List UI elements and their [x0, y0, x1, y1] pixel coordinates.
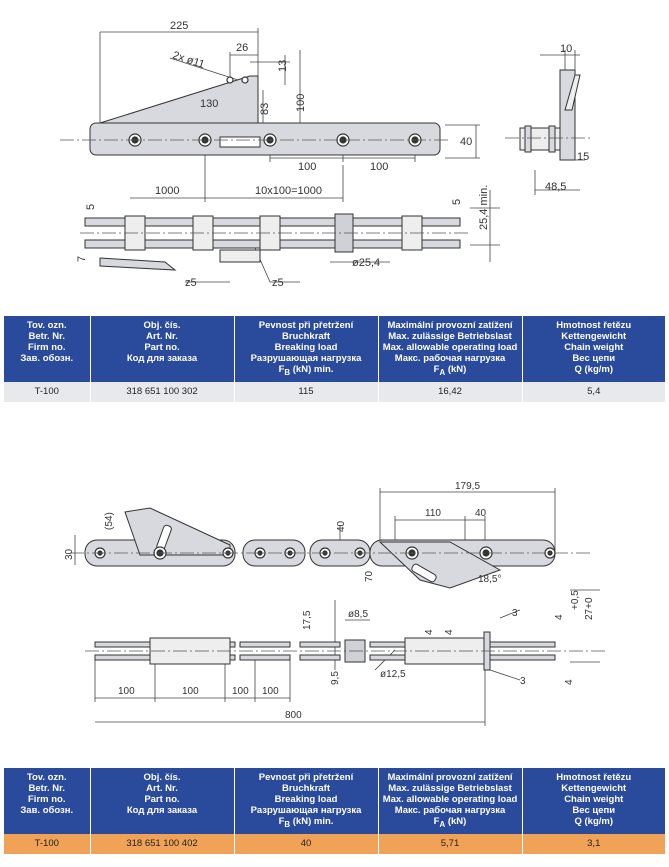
dim-26: 26	[236, 42, 248, 54]
dim-125: ø12,5	[380, 669, 406, 680]
cell-operating-load: 5,71	[378, 833, 523, 854]
dim-7: 7	[76, 256, 88, 262]
cell-part-no: 318 651 100 402	[90, 833, 235, 854]
cell-firm-no: T-100	[4, 381, 91, 402]
chain-drawing-1: 225 26 2x ø11 13 130 83 100 40 100 100 1…	[60, 20, 590, 289]
dim-40a: 40	[475, 508, 487, 519]
dim-100-2: 100	[182, 686, 199, 697]
dim-100v: 100	[295, 94, 307, 112]
dim-85: ø8,5	[348, 609, 368, 620]
dim-1795: 179,5	[455, 481, 480, 492]
dim-185: 18,5°	[478, 574, 501, 585]
chain-drawing-2: 179,5 (54) 110 40 40 30 70 18,5° 17,5 ø8…	[64, 481, 605, 726]
dim-175: 17,5	[302, 610, 313, 630]
header-part-no: Obj. čís.Art. Nr.Part no.Код для заказа	[90, 768, 235, 834]
dim-800: 800	[285, 710, 302, 721]
dim-5b: 5	[451, 199, 463, 205]
dim-254: ø25,4	[352, 257, 380, 269]
table-row: T-100 318 651 100 302 115 16,42 5,4	[4, 381, 665, 402]
dim-4a: 4	[424, 629, 435, 635]
dim-95: 9,5	[330, 671, 341, 685]
dim-4c: 4	[554, 614, 565, 620]
dim-z5b: z5	[272, 277, 284, 289]
dim-100-4: 100	[262, 686, 279, 697]
table-header-row: Tov. ozn.Betr. Nr.Firm no.Зав. обозн. Ob…	[4, 768, 665, 834]
table-header-row: Tov. ozn.Betr. Nr.Firm no.Зав. обозн. Ob…	[4, 316, 665, 382]
dim-225: 225	[170, 20, 188, 32]
dim-13: 13	[277, 60, 289, 72]
dim-27: 27+0	[584, 597, 595, 620]
cell-weight: 3,1	[522, 833, 665, 854]
dim-254min: 25,4 min.	[478, 185, 490, 230]
dim-1000: 1000	[155, 185, 179, 197]
dim-10: 10	[560, 43, 572, 55]
dim-4d: 4	[564, 679, 575, 685]
dim-130: 130	[200, 98, 218, 110]
dim-100-b: 100	[370, 161, 388, 173]
cell-firm-no: T-100	[4, 833, 91, 854]
dim-4b: 4	[444, 629, 455, 635]
dim-54: (54)	[104, 512, 115, 530]
dim-110: 110	[425, 508, 441, 519]
dim-40: 40	[460, 136, 472, 148]
cell-breaking-load: 115	[234, 381, 379, 402]
spec-table-2: Tov. ozn.Betr. Nr.Firm no.Зав. обозн. Ob…	[4, 768, 665, 854]
header-firm-no: Tov. ozn.Betr. Nr.Firm no.Зав. обозн.	[4, 768, 91, 834]
dim-5a: 5	[85, 204, 97, 210]
table-row: T-100 318 651 100 402 40 5,71 3,1	[4, 833, 665, 854]
dim-70: 70	[364, 570, 375, 582]
header-part-no: Obj. čís.Art. Nr.Part no.Код для заказа	[90, 316, 235, 382]
header-firm-no: Tov. ozn.Betr. Nr.Firm no.Зав. обозн.	[4, 316, 91, 382]
cell-part-no: 318 651 100 302	[90, 381, 235, 402]
cell-weight: 5,4	[522, 381, 665, 402]
dim-hole: 2x ø11	[171, 49, 206, 71]
dim-40b: 40	[336, 520, 347, 532]
dim-3a: 3	[512, 608, 518, 619]
dim-05: +0,5	[570, 590, 581, 610]
dim-30: 30	[64, 548, 75, 560]
dim-83: 83	[259, 103, 271, 115]
dim-100-1: 100	[118, 686, 135, 697]
cell-breaking-load: 40	[234, 833, 379, 854]
cell-operating-load: 16,42	[378, 381, 523, 402]
dim-15: 15	[577, 151, 589, 163]
dim-100-3: 100	[232, 686, 249, 697]
dim-z5a: z5	[185, 277, 197, 289]
dim-485: 48,5	[545, 181, 566, 193]
spec-table-1: Tov. ozn.Betr. Nr.Firm no.Зав. обозн. Ob…	[4, 316, 665, 402]
dim-3b: 3	[520, 676, 526, 687]
dim-100-a: 100	[298, 161, 316, 173]
dim-10x100: 10x100=1000	[255, 185, 322, 197]
